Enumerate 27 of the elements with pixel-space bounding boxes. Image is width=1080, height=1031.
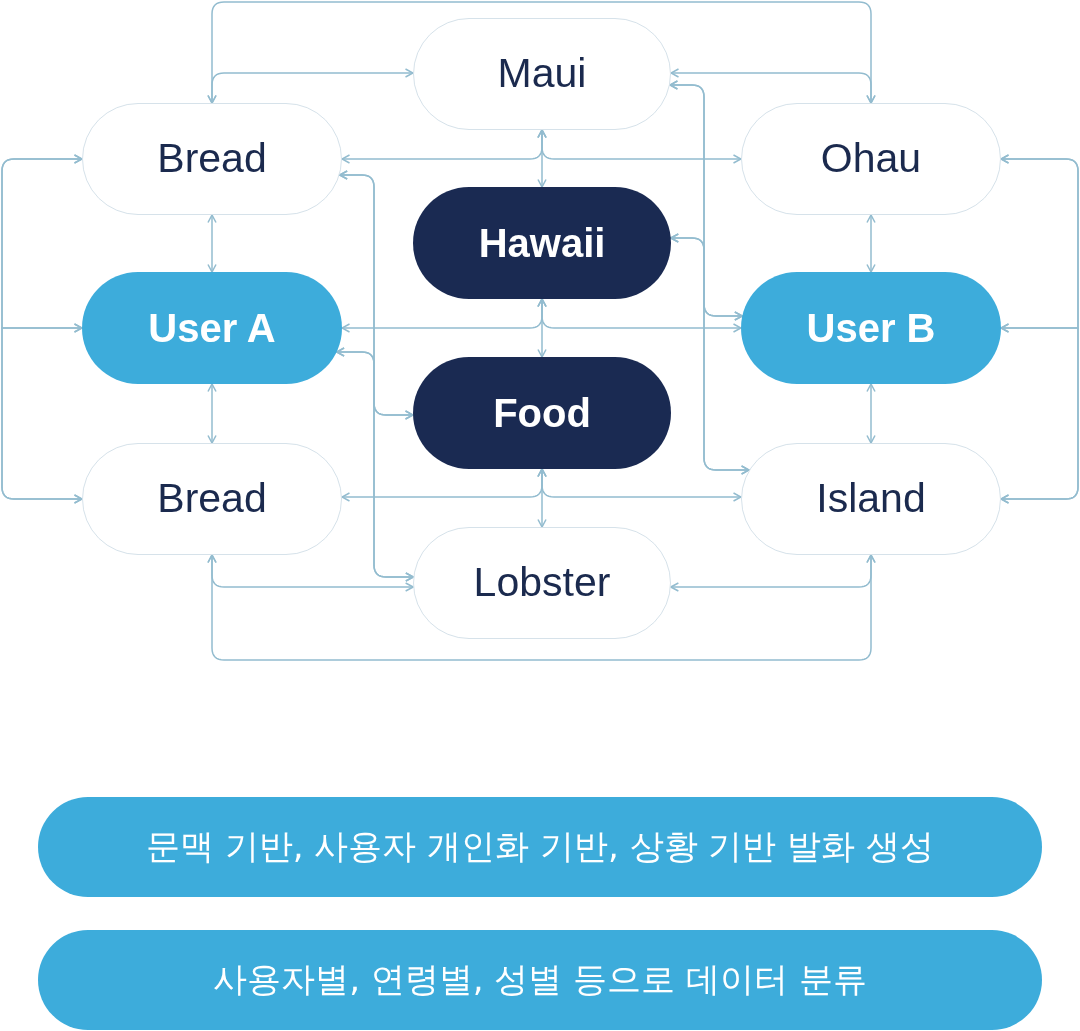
double-arrow bbox=[866, 383, 876, 444]
double-arrow bbox=[207, 554, 414, 592]
double-arrow bbox=[1000, 323, 1079, 504]
double-arrow bbox=[537, 129, 742, 164]
double-arrow bbox=[207, 68, 414, 104]
double-arrow bbox=[537, 468, 742, 502]
node-label: Ohau bbox=[820, 135, 922, 183]
double-arrow bbox=[866, 214, 876, 273]
double-arrow bbox=[207, 214, 217, 273]
double-arrow bbox=[335, 347, 415, 582]
node-label: Bread bbox=[157, 135, 267, 183]
node-label: Island bbox=[816, 475, 926, 523]
double-arrow bbox=[207, 383, 217, 444]
banner-text: 문맥 기반, 사용자 개인화 기반, 상황 기반 발화 생성 bbox=[145, 827, 935, 867]
node-label: User A bbox=[148, 305, 276, 351]
double-arrow bbox=[670, 233, 750, 475]
double-arrow bbox=[537, 298, 742, 333]
node-label: Food bbox=[493, 390, 591, 436]
node-label: Maui bbox=[497, 50, 587, 98]
double-arrow bbox=[1, 323, 83, 504]
node-label: Lobster bbox=[473, 559, 611, 607]
double-arrow bbox=[670, 68, 876, 104]
node-label: Bread bbox=[157, 475, 267, 523]
node-label: Hawaii bbox=[478, 220, 606, 266]
node-label: User B bbox=[806, 305, 936, 351]
banner-text: 사용자별, 연령별, 성별 등으로 데이터 분류 bbox=[213, 960, 867, 1000]
double-arrow bbox=[670, 554, 876, 592]
